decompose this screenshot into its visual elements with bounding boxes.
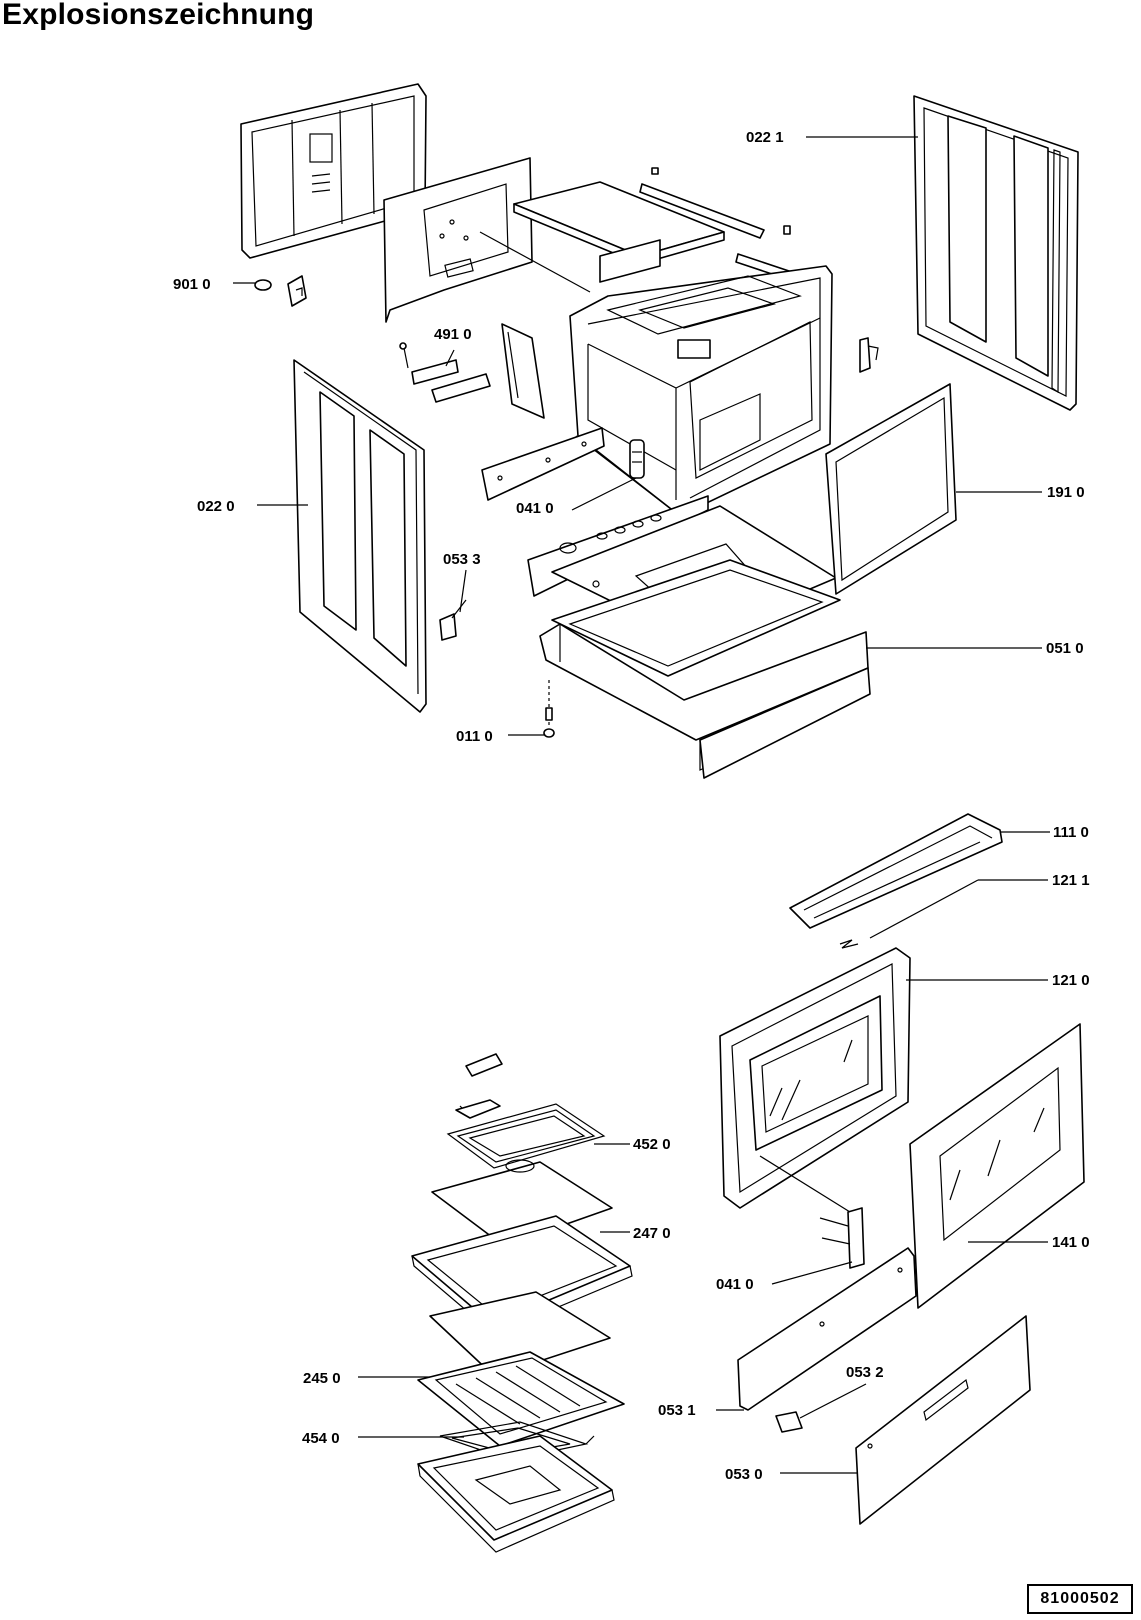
side-clip (859, 337, 879, 373)
callout-label: 022 1 (746, 129, 784, 146)
callout-label: 245 0 (303, 1370, 341, 1387)
drawing-reference-number: 81000502 (1027, 1584, 1133, 1614)
page-title: Explosionszeichnung (2, 0, 315, 31)
side-vent-piece (501, 323, 545, 419)
door-seal (825, 383, 957, 595)
baking-tray (411, 1215, 633, 1335)
door-inner-strip (737, 1247, 917, 1411)
left-rail (481, 427, 605, 501)
thermostat-sensor (629, 439, 645, 479)
screw-and-clip (254, 275, 307, 307)
inner-back-plate (383, 157, 591, 323)
grill-grid (431, 1159, 613, 1247)
right-side-panel (913, 95, 1079, 411)
element-bracket (465, 1053, 503, 1077)
adjustable-foot (543, 680, 555, 738)
callout-label: 191 0 (1047, 484, 1085, 501)
plinth (539, 623, 871, 779)
callout-label: 121 0 (1052, 972, 1090, 989)
drawer-clip (775, 1411, 803, 1433)
callout-label: 053 3 (443, 551, 481, 568)
callout-label: 053 1 (658, 1402, 696, 1419)
hinge-bracket (399, 342, 491, 403)
oven-carcass (569, 265, 833, 517)
top-heating-element (446, 1099, 606, 1169)
callout-label: 041 0 (516, 500, 554, 517)
callout-label: 141 0 (1052, 1234, 1090, 1251)
callout-leaders (233, 136, 1050, 1474)
callout-label: 901 0 (173, 276, 211, 293)
callout-label: 452 0 (633, 1136, 671, 1153)
callout-label: 053 2 (846, 1364, 884, 1381)
door-hinge (759, 1155, 865, 1269)
callout-label: 491 0 (434, 326, 472, 343)
flat-plate (429, 1291, 611, 1377)
callout-label: 121 1 (1052, 872, 1090, 889)
control-panel-trim (789, 813, 1003, 929)
base-plate (527, 495, 841, 677)
door-hinge-left (439, 599, 467, 641)
callout-label: 454 0 (302, 1430, 340, 1447)
insulation-block (513, 181, 725, 283)
oven-rack (417, 1351, 625, 1447)
inner-door-frame (719, 939, 911, 1209)
callout-label: 111 0 (1053, 824, 1089, 841)
callout-label: 022 0 (197, 498, 235, 515)
callout-label: 011 0 (456, 728, 493, 745)
callout-label: 051 0 (1046, 640, 1084, 657)
callout-label: 041 0 (716, 1276, 754, 1293)
outer-door-glass (909, 1023, 1085, 1309)
drawer-front (855, 1315, 1031, 1525)
left-side-panel (293, 359, 427, 713)
callout-label: 247 0 (633, 1225, 671, 1242)
callout-label: 053 0 (725, 1466, 763, 1483)
bottom-tray (417, 1435, 615, 1553)
